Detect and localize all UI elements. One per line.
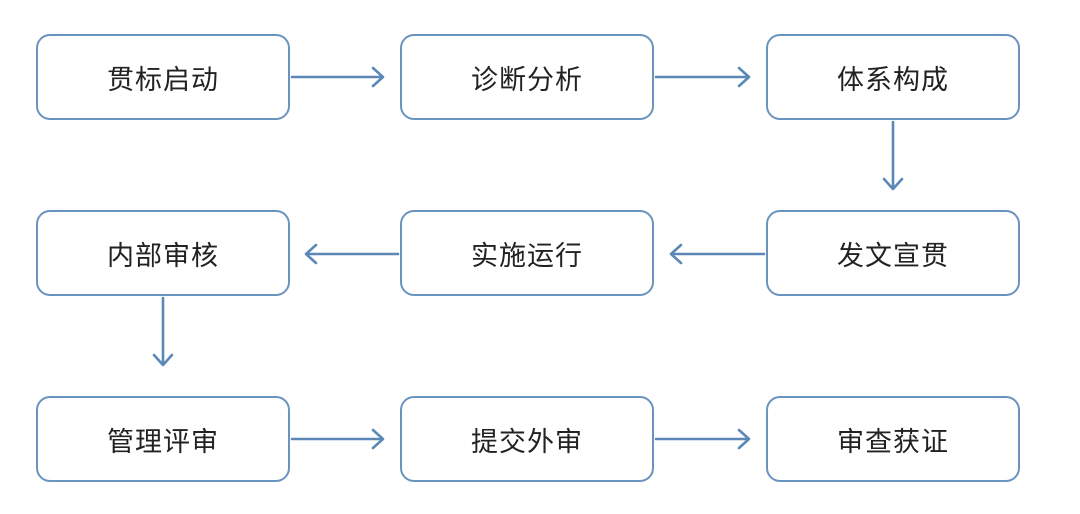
step-label: 实施运行 [471, 240, 583, 272]
step-label: 发文宣贯 [837, 240, 949, 272]
step-tixi-goucheng: 体系构成 [766, 34, 1020, 120]
step-fawen-xuanguan: 发文宣贯 [766, 210, 1020, 296]
arrow-left-icon [669, 243, 766, 265]
step-label: 提交外审 [471, 426, 583, 458]
arrow-right-icon [654, 66, 751, 88]
step-label: 管理评审 [107, 426, 219, 458]
arrow-down-icon [152, 296, 174, 367]
step-label: 诊断分析 [471, 64, 583, 96]
step-neibu-shenhe: 内部审核 [36, 210, 290, 296]
step-guanbiao-qidong: 贯标启动 [36, 34, 290, 120]
step-zhenduan-fenxi: 诊断分析 [400, 34, 654, 120]
step-label: 体系构成 [837, 64, 949, 96]
arrow-down-icon [882, 120, 904, 191]
arrow-right-icon [290, 428, 385, 450]
step-guanli-pingshen: 管理评审 [36, 396, 290, 482]
step-label: 贯标启动 [107, 64, 219, 96]
step-label: 审查获证 [837, 426, 949, 458]
step-shishi-yunxing: 实施运行 [400, 210, 654, 296]
step-label: 内部审核 [107, 240, 219, 272]
arrow-right-icon [290, 66, 385, 88]
arrow-left-icon [304, 243, 400, 265]
step-tijiao-waishen: 提交外审 [400, 396, 654, 482]
step-shencha-huozheng: 审查获证 [766, 396, 1020, 482]
arrow-right-icon [654, 428, 751, 450]
